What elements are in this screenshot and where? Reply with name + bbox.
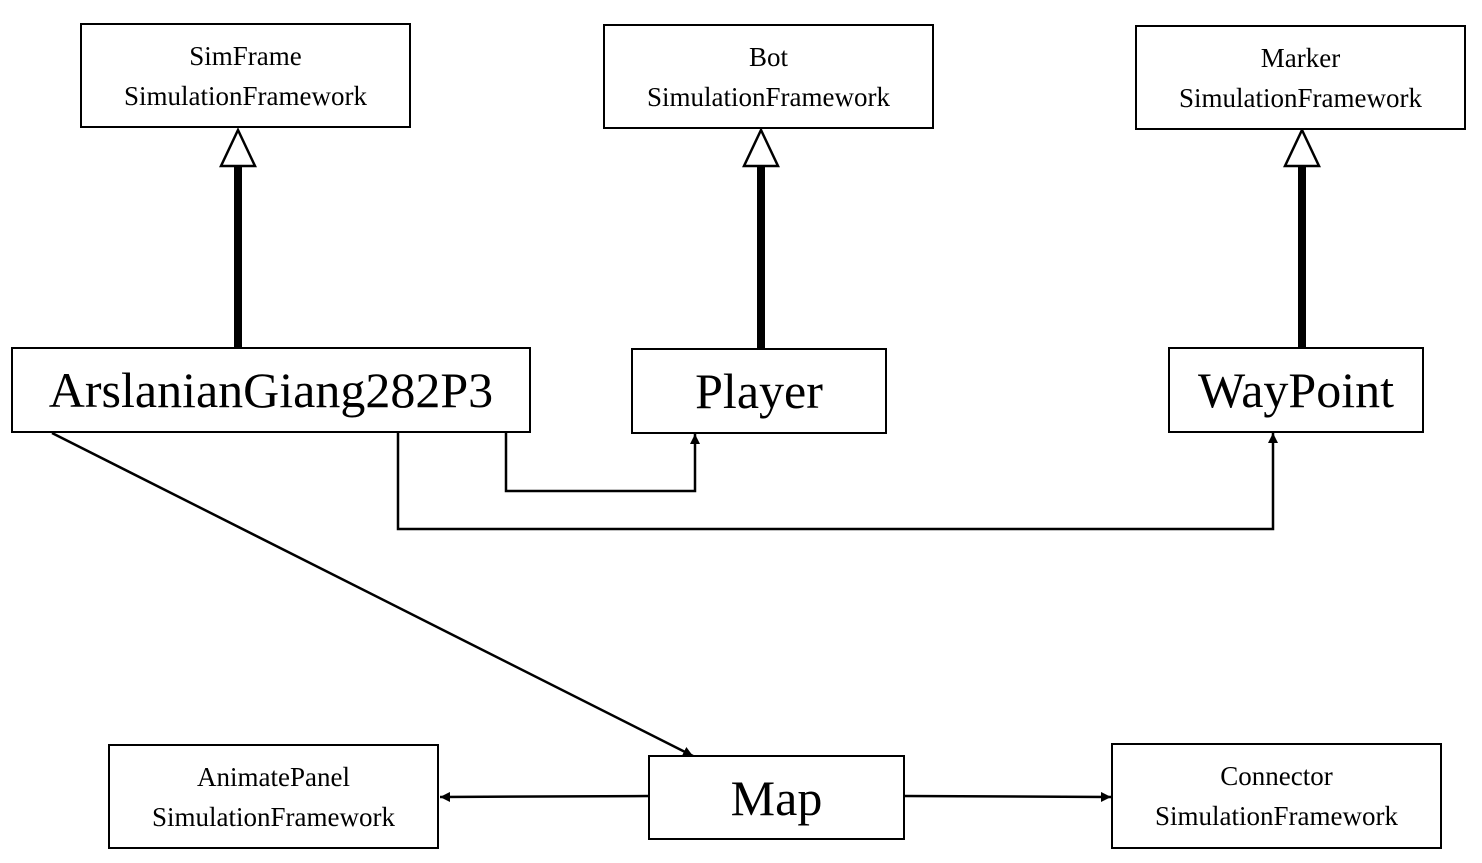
association-map-to-animatepanel xyxy=(439,791,651,802)
class-name-player: Player xyxy=(695,363,823,419)
class-box-waypoint: WayPoint xyxy=(1168,347,1424,433)
class-package-animatepanel: SimulationFramework xyxy=(152,801,395,832)
class-name-simframe: SimFrame xyxy=(189,40,302,71)
class-package-marker: SimulationFramework xyxy=(1179,82,1422,113)
class-box-connector: Connector SimulationFramework xyxy=(1111,743,1442,849)
class-name-marker: Marker xyxy=(1260,42,1341,73)
association-map-to-connector xyxy=(903,791,1112,802)
association-arslanian-to-player xyxy=(504,432,700,493)
class-name-connector: Connector xyxy=(1220,761,1333,791)
generalization-player-to-bot xyxy=(742,127,780,349)
class-package-simframe: SimulationFramework xyxy=(124,80,367,111)
class-name-waypoint: WayPoint xyxy=(1198,362,1394,418)
class-box-bot: Bot SimulationFramework xyxy=(603,24,934,129)
generalization-waypoint-to-marker xyxy=(1283,127,1321,348)
class-box-arslaniangiang282p3: ArslanianGiang282P3 xyxy=(11,347,531,433)
class-package-bot: SimulationFramework xyxy=(647,81,890,112)
class-box-animatepanel: AnimatePanel SimulationFramework xyxy=(108,744,439,849)
association-arslanian-to-map xyxy=(51,431,694,758)
class-name-animatepanel: AnimatePanel xyxy=(197,761,350,792)
hollow-triangle-arrowhead xyxy=(219,127,257,168)
class-box-marker: Marker SimulationFramework xyxy=(1135,25,1466,130)
class-name-arslaniangiang282p3: ArslanianGiang282P3 xyxy=(48,362,494,418)
class-name-map: Map xyxy=(730,769,823,826)
class-package-connector: SimulationFramework xyxy=(1155,801,1398,831)
class-box-map: Map xyxy=(648,755,905,840)
hollow-triangle-arrowhead xyxy=(742,127,780,168)
class-box-player: Player xyxy=(631,348,887,434)
class-box-simframe: SimFrame SimulationFramework xyxy=(80,23,411,128)
generalization-arslanian-to-simframe xyxy=(219,127,257,348)
hollow-triangle-arrowhead xyxy=(1283,127,1321,168)
class-name-bot: Bot xyxy=(748,41,788,72)
association-arslanian-to-waypoint xyxy=(396,432,1278,531)
